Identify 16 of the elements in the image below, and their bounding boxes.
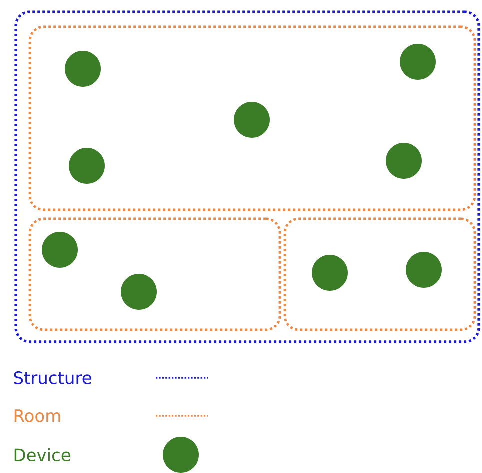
device-circle <box>406 252 442 288</box>
room-box <box>28 26 476 212</box>
device-circle <box>234 102 270 138</box>
room-box <box>284 218 476 332</box>
device-circle <box>69 148 105 184</box>
legend-text: Structure <box>14 372 92 384</box>
structure-box <box>14 10 480 344</box>
room-box <box>28 218 282 332</box>
legend-text: Device <box>14 448 70 462</box>
device-circle <box>42 232 78 268</box>
device-circle <box>65 51 101 87</box>
device-circle <box>121 274 157 310</box>
device-circle <box>400 44 436 80</box>
legend-text: Room <box>14 410 60 422</box>
device-circle <box>386 142 422 179</box>
device-circle <box>312 255 348 291</box>
